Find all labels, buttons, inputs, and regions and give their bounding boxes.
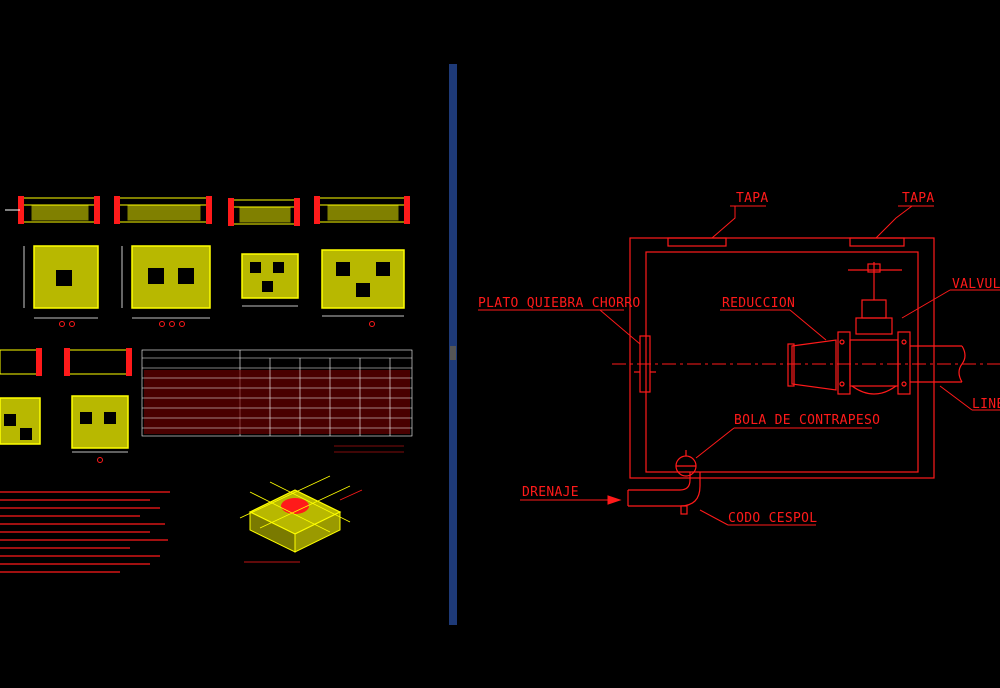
label-reduccion: REDUCCION	[722, 296, 795, 311]
diagram-labels: TAPA TAPA VALVULA PLATO QUIEBRA CHORRO R…	[478, 191, 1000, 526]
divider-grip[interactable]	[450, 346, 456, 360]
isometric-detail	[239, 475, 363, 563]
schedule-table	[141, 349, 413, 453]
reduccion-fitting	[787, 339, 837, 391]
plan-detail-5	[0, 397, 41, 445]
section-detail-6	[64, 348, 132, 376]
chamber-walls	[629, 237, 935, 479]
plato-quiebra-chorro	[634, 335, 656, 393]
notes-block	[0, 491, 170, 573]
tapa-right-cover	[849, 237, 905, 247]
section-detail-4	[314, 196, 410, 224]
left-sheet	[0, 196, 413, 573]
section-detail-1	[5, 196, 100, 224]
leader-lines	[478, 205, 1000, 526]
plan-detail-2	[121, 245, 211, 327]
section-detail-3	[228, 198, 300, 226]
gate-valve	[837, 262, 911, 395]
label-codo: CODO CESPOL	[728, 511, 817, 526]
section-detail-5	[0, 348, 42, 376]
label-tapa-left: TAPA	[736, 191, 769, 206]
label-linea: LINEA	[972, 397, 1000, 412]
label-bola: BOLA DE CONTRAPESO	[734, 413, 880, 428]
linea-pipe	[910, 345, 966, 383]
right-sheet: TAPA TAPA VALVULA PLATO QUIEBRA CHORRO R…	[478, 191, 1000, 526]
bola-contrapeso	[675, 450, 697, 477]
plan-detail-4	[321, 249, 405, 327]
plan-detail-6	[71, 395, 129, 463]
label-plato: PLATO QUIEBRA CHORRO	[478, 296, 641, 311]
section-detail-2	[114, 196, 212, 224]
label-valvula: VALVULA	[952, 277, 1000, 292]
codo-cespol	[627, 472, 701, 515]
plan-detail-1	[23, 245, 99, 327]
label-tapa-right: TAPA	[902, 191, 935, 206]
plan-detail-3	[241, 253, 299, 307]
label-drenaje: DRENAJE	[522, 485, 579, 500]
tapa-left-cover	[667, 237, 727, 247]
sheet-divider[interactable]	[449, 64, 457, 625]
